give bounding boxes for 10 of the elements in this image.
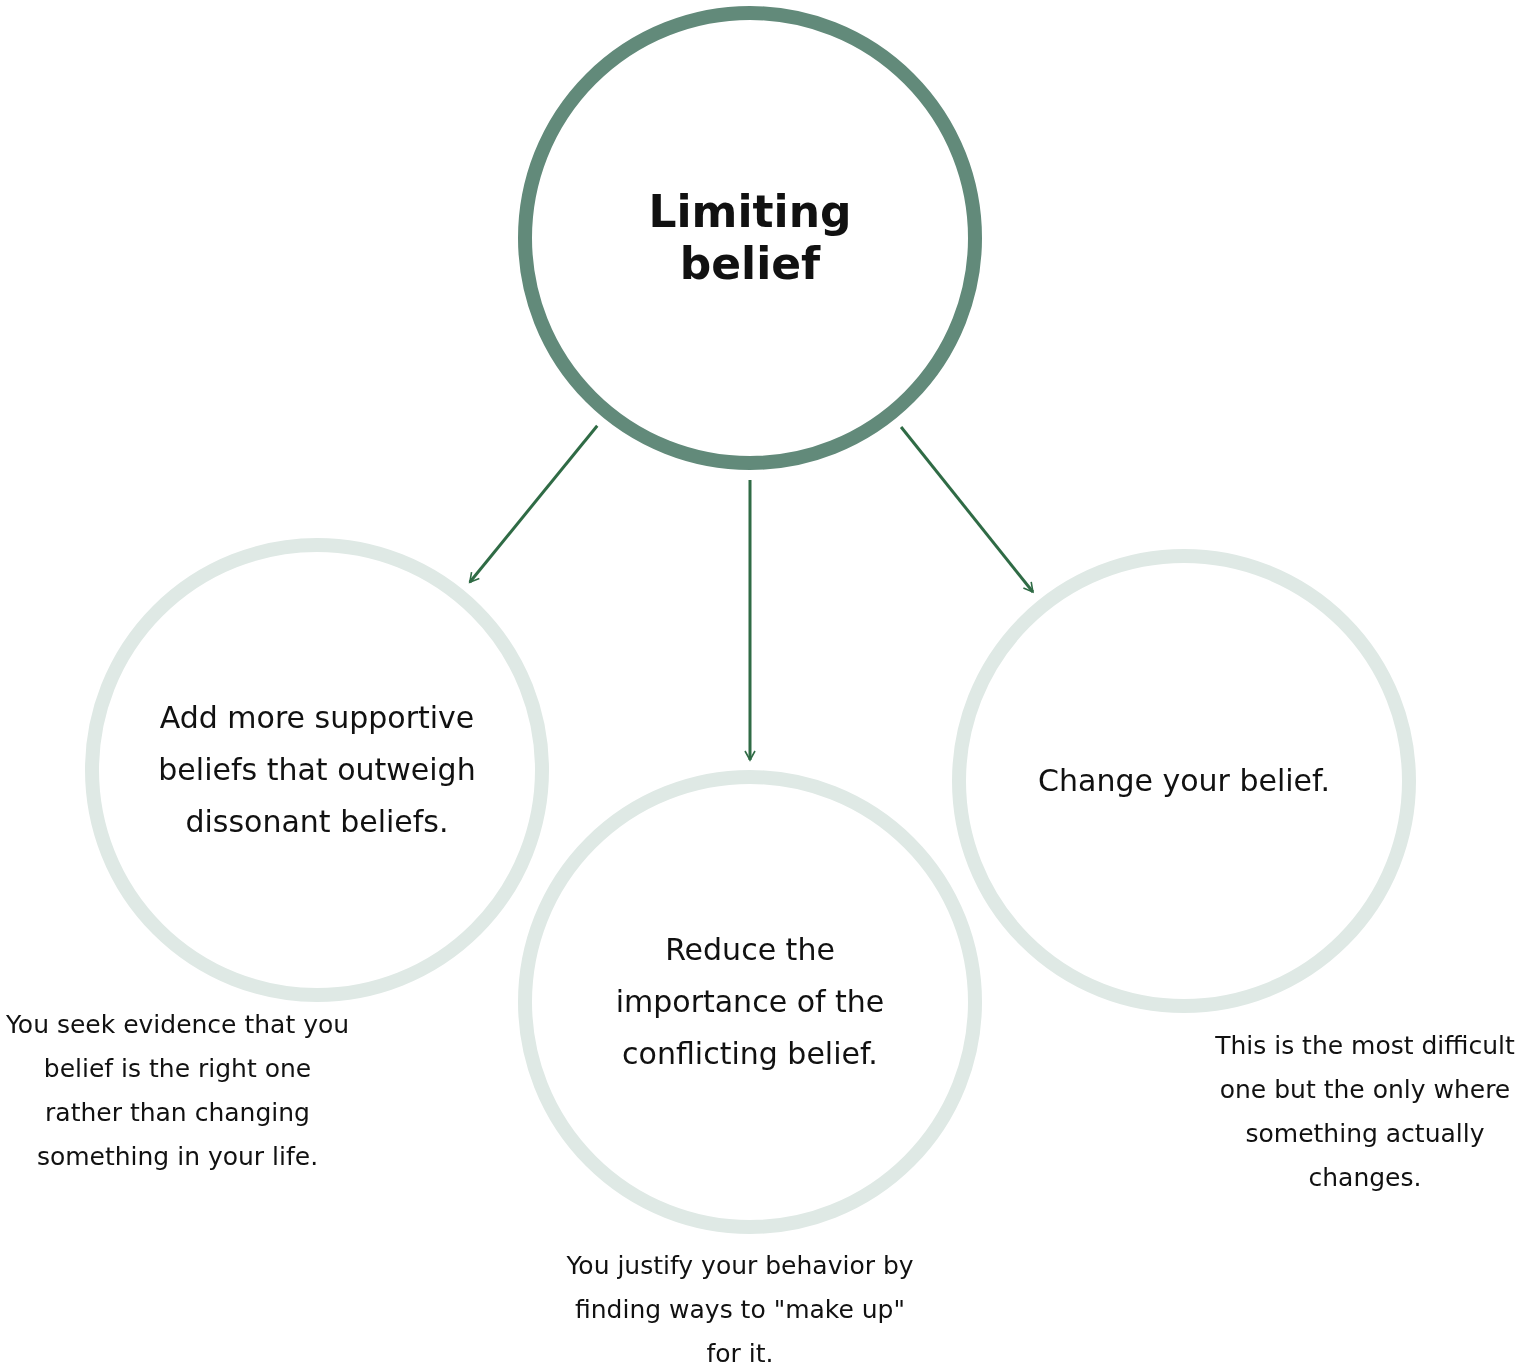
node-title: Limiting belief — [647, 186, 853, 290]
arrow — [744, 480, 756, 761]
node-label: Change your belief. — [1038, 762, 1330, 800]
node-label: Add more supportive beliefs that outweigh dissonant beliefs. — [157, 699, 477, 841]
node-label: Reduce the importance of the conflicting belief. — [614, 931, 886, 1073]
arrow — [468, 424, 599, 584]
arrow — [899, 426, 1035, 593]
node-note: You seek evidence that you belief is the right one rather than changing something in your life. — [5, 1009, 350, 1173]
node-note: You justify your behavior by finding ways to "make up" for it. — [565, 1250, 915, 1367]
node-note: This is the most difficult one but the only where something actually changes. — [1214, 1030, 1516, 1194]
